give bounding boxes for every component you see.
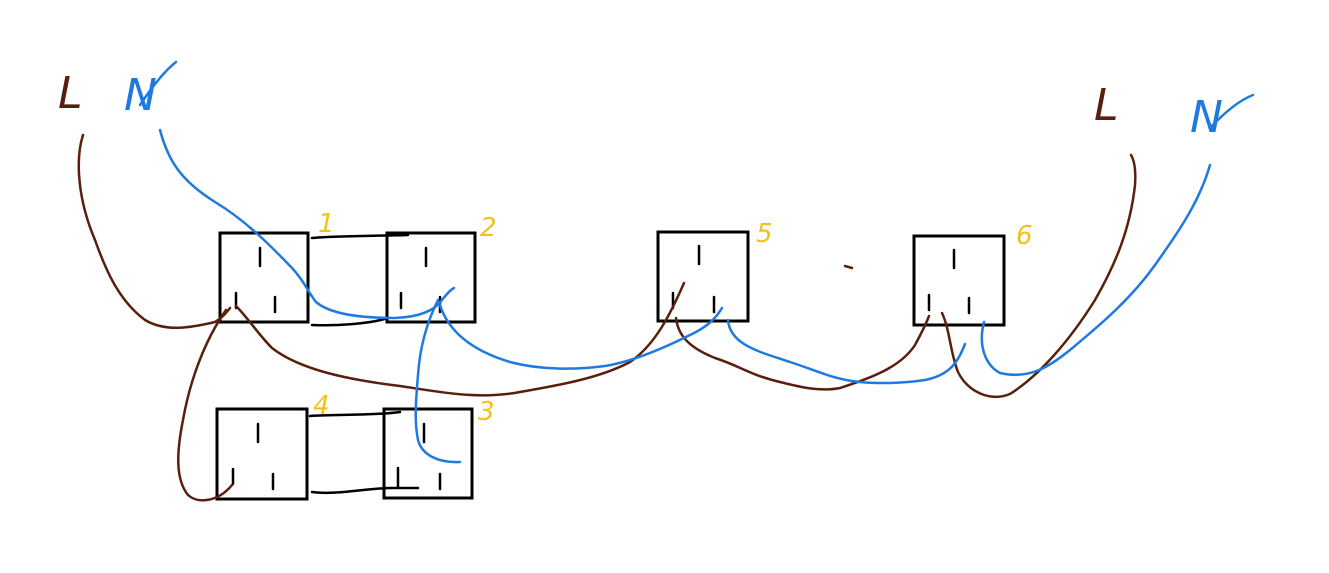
live-wire-outlet-1-to-outlet-5 bbox=[234, 281, 686, 397]
live-wire-outlet-1-to-outlet-4 bbox=[177, 308, 234, 502]
left-neutral-label: N bbox=[124, 70, 157, 121]
neutral-wire-outlet-2-to-outlet-5 bbox=[438, 303, 724, 370]
left-live-label: L bbox=[58, 68, 83, 119]
neutral-wire-right-tail bbox=[1208, 93, 1255, 130]
right-live-label: L bbox=[1094, 80, 1119, 131]
bridge-1-2-top bbox=[310, 233, 410, 240]
outlet-3 bbox=[382, 407, 474, 500]
bridge-4-3-top bbox=[308, 410, 402, 418]
right-neutral-label: N bbox=[1190, 92, 1223, 143]
bridge-4-3-bottom bbox=[310, 486, 420, 495]
outlet-6 bbox=[912, 234, 1006, 327]
outlet-4-number: 4 bbox=[313, 391, 330, 421]
neutral-wires bbox=[138, 60, 1255, 464]
outlet-5 bbox=[656, 230, 750, 323]
outlet-5-number: 5 bbox=[756, 219, 773, 249]
live-wire-supply-to-outlet-1 bbox=[77, 133, 232, 329]
neutral-wire-outlet-6-to-supply bbox=[980, 163, 1212, 377]
neutral-wire-top-tail bbox=[138, 60, 178, 107]
outlet-1 bbox=[218, 231, 310, 324]
outlet-2 bbox=[385, 231, 477, 324]
outlet-2-number: 2 bbox=[480, 213, 497, 243]
outlet-6-number: 6 bbox=[1016, 221, 1033, 251]
live-mark-dot bbox=[843, 264, 854, 270]
live-wire-outlet-6-to-supply bbox=[940, 153, 1137, 399]
neutral-wire-outlet-2-to-outlet-3 bbox=[414, 298, 462, 464]
live-wire-outlet-5-to-outlet-6 bbox=[674, 314, 931, 391]
live-wires bbox=[77, 133, 1137, 502]
neutral-wire-supply-to-outlet-2 bbox=[158, 128, 456, 320]
outlet-4 bbox=[215, 407, 309, 501]
outlet-1-number: 1 bbox=[318, 209, 335, 239]
neutral-wire-outlet-5-to-outlet-6 bbox=[726, 318, 967, 385]
bridge-1-2-bottom bbox=[310, 316, 390, 327]
outlet-3-number: 3 bbox=[478, 397, 495, 427]
